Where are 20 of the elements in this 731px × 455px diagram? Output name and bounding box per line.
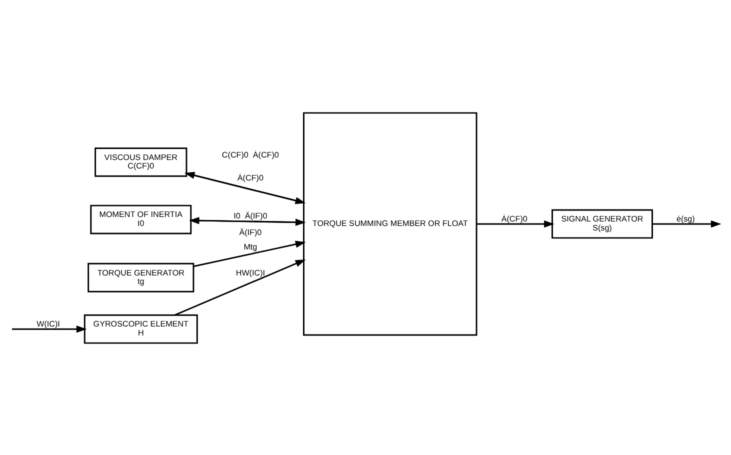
node-box: GYROSCOPIC ELEMENT H: [84, 314, 198, 344]
node-box: MOMENT OF INERTIA I0: [90, 204, 192, 234]
edge-label: Ä(IF)0: [239, 227, 262, 236]
node-box: TORQUE SUMMING MEMBER OR FLOAT: [303, 112, 478, 336]
node-box: TORQUE GENERATOR tg: [88, 262, 194, 292]
edge-label: Mtg: [244, 242, 258, 252]
node-box: VISCOUS DAMPER C(CF)0: [94, 147, 188, 176]
edge-label: Ȧ(CF)0: [501, 214, 528, 224]
arrow: [193, 240, 306, 267]
arrow: [12, 324, 87, 332]
arrow: [652, 220, 722, 228]
arrow: [174, 258, 306, 316]
edge-label: I0 Ä(IF)0: [234, 211, 268, 220]
edge-label: HW(IC)I: [236, 268, 266, 277]
edge-label: ė(sg): [676, 214, 695, 224]
arrow: [476, 220, 554, 228]
edge-label: Ȧ(CF)0: [237, 172, 264, 182]
edge-label: W(IC)I: [36, 319, 60, 328]
edge-label: C(CF)0 Ȧ(CF)0: [222, 150, 279, 160]
node-box: SIGNAL GENERATOR S(sg): [552, 208, 653, 238]
